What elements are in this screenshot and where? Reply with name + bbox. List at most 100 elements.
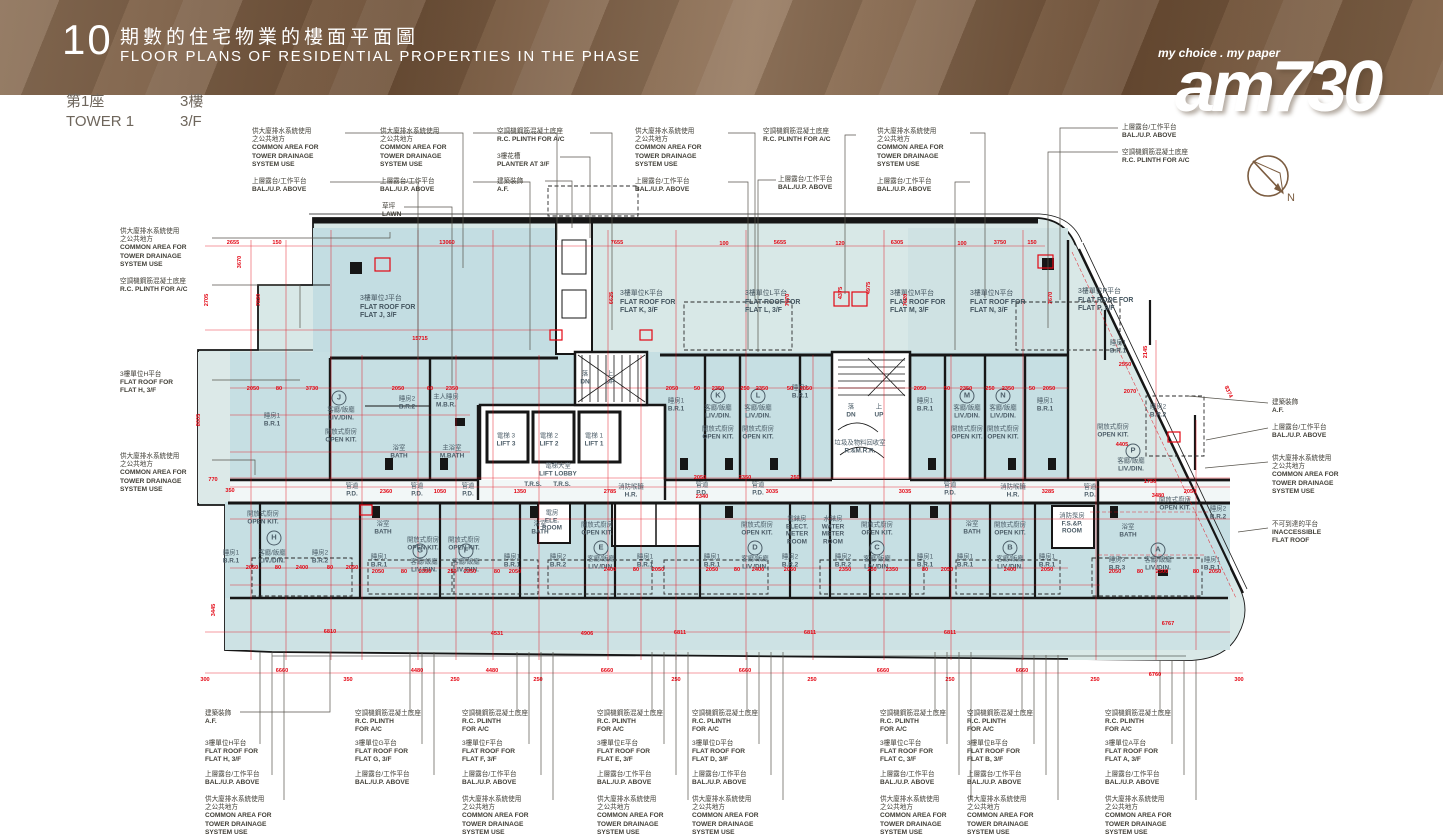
label-zh: 主人睡房 xyxy=(433,393,459,401)
label-zh: 睡房1 xyxy=(791,384,809,392)
label-en: B.R.1 xyxy=(791,392,809,399)
label-en: BAL./U.P. ABOVE xyxy=(877,186,932,194)
dimension-label: 6660 xyxy=(876,668,890,674)
label-zh: 3樓單位B平台 xyxy=(967,740,1009,747)
walls xyxy=(228,213,1248,657)
label-en: B.R.1 xyxy=(1203,564,1221,571)
label-en: OPEN KIT. xyxy=(448,544,480,551)
dimension-label: 6660 xyxy=(275,668,289,674)
label-en: COMMON AREA FOR TOWER DRAINAGE SYSTEM US… xyxy=(597,812,664,836)
label-zh: 管道 xyxy=(695,481,709,489)
dimension-label: 8605 xyxy=(196,413,202,427)
label-en: R.C. PLINTH FOR A/C xyxy=(763,136,831,144)
label-zh: 客廳/飯廳 xyxy=(744,404,772,412)
label-en: B.R.1 xyxy=(667,405,685,412)
dimension-label: 4975 xyxy=(866,281,872,295)
dimension-label: 120 xyxy=(835,241,845,247)
page-title-zh: 期數的住宅物業的樓面平面圖 xyxy=(120,27,420,48)
label-en: OPEN KIT. xyxy=(742,433,774,440)
dimension-label: 2050 xyxy=(940,567,954,573)
dimension-label: 50 xyxy=(943,386,951,392)
dimension-label: 300 xyxy=(200,677,210,683)
dimension-label: 3445 xyxy=(211,603,217,617)
label-zh: 開放式廚房 xyxy=(448,536,480,544)
dimension-label: 2350 xyxy=(445,386,459,392)
label-en: A.F. xyxy=(205,718,217,726)
label-zh: 上層露台/工作平台 xyxy=(355,771,410,778)
label-en: A.F. xyxy=(497,186,509,194)
label-zh: 供大廈排水系統使用 之公共地方 xyxy=(967,796,1027,812)
label-zh: 上層露台/工作平台 xyxy=(380,178,435,185)
dimension-label: 50 xyxy=(786,386,794,392)
label-en: BAL./U.P. ABOVE xyxy=(967,779,1022,787)
label-en: BATH xyxy=(390,452,408,459)
label-zh: 管道 xyxy=(345,482,359,490)
label-en: LIFT LOBBY xyxy=(539,470,577,477)
unit-letter: E xyxy=(593,540,609,556)
label-zh: 睡房1 xyxy=(636,553,654,561)
dimension-label: 2350 xyxy=(885,567,899,573)
label-en: OPEN KIT. xyxy=(702,433,734,440)
label-en: B.R.1 xyxy=(916,561,934,568)
label-en: B.R.1 xyxy=(1038,561,1056,568)
label-en: FLAT ROOF FOR FLAT D, 3/F xyxy=(692,748,745,764)
dimension-label: 6660 xyxy=(1015,668,1029,674)
label-en: B.R.3 xyxy=(1108,564,1126,571)
dimension-label: 1050 xyxy=(433,489,447,495)
unit-letter: K xyxy=(710,388,726,404)
dimension-label: 100 xyxy=(719,241,729,247)
dimension-label: 350 xyxy=(343,677,353,683)
dimension-label: 7670 xyxy=(1048,291,1054,305)
label-zh: 3樓單位L平台 xyxy=(745,290,788,297)
label-zh: 電梯 3 xyxy=(496,432,516,440)
dimension-label: 2655 xyxy=(226,240,240,246)
label-zh: 浴室 xyxy=(392,444,406,452)
dimension-label: 2050 xyxy=(1108,569,1122,575)
dimension-label: 2400 xyxy=(751,567,765,573)
label-en: LIV./DIN. xyxy=(1118,465,1144,472)
unit-letter: L xyxy=(750,388,766,404)
label-zh: 開放式廚房 xyxy=(987,425,1019,433)
label-zh: 供大廈排水系統使用 之公共地方 xyxy=(635,128,695,144)
label-en: LIFT 3 xyxy=(496,440,516,447)
label-zh: 睡房1 xyxy=(222,549,240,557)
label-zh: 客廳/飯廳 xyxy=(741,555,769,563)
label-en: DN xyxy=(580,378,590,385)
label-en: P.D. xyxy=(346,490,358,497)
label-zh: 客廳/飯廳 xyxy=(1144,556,1172,564)
label-en: BATH xyxy=(531,528,549,535)
dimension-label: 2350 xyxy=(418,569,432,575)
label-en: LIV./DIN. xyxy=(990,412,1016,419)
dimension-label: 2050 xyxy=(371,569,385,575)
label-en: LIV./DIN. xyxy=(588,563,614,570)
dimension-label: 2350 xyxy=(959,386,973,392)
label-en: COMMON AREA FOR TOWER DRAINAGE SYSTEM US… xyxy=(252,144,319,168)
label-en: COMMON AREA FOR TOWER DRAINAGE SYSTEM US… xyxy=(1105,812,1172,836)
label-en: OPEN KIT. xyxy=(325,436,357,443)
label-en: R.C. PLINTH FOR A/C xyxy=(355,718,394,734)
